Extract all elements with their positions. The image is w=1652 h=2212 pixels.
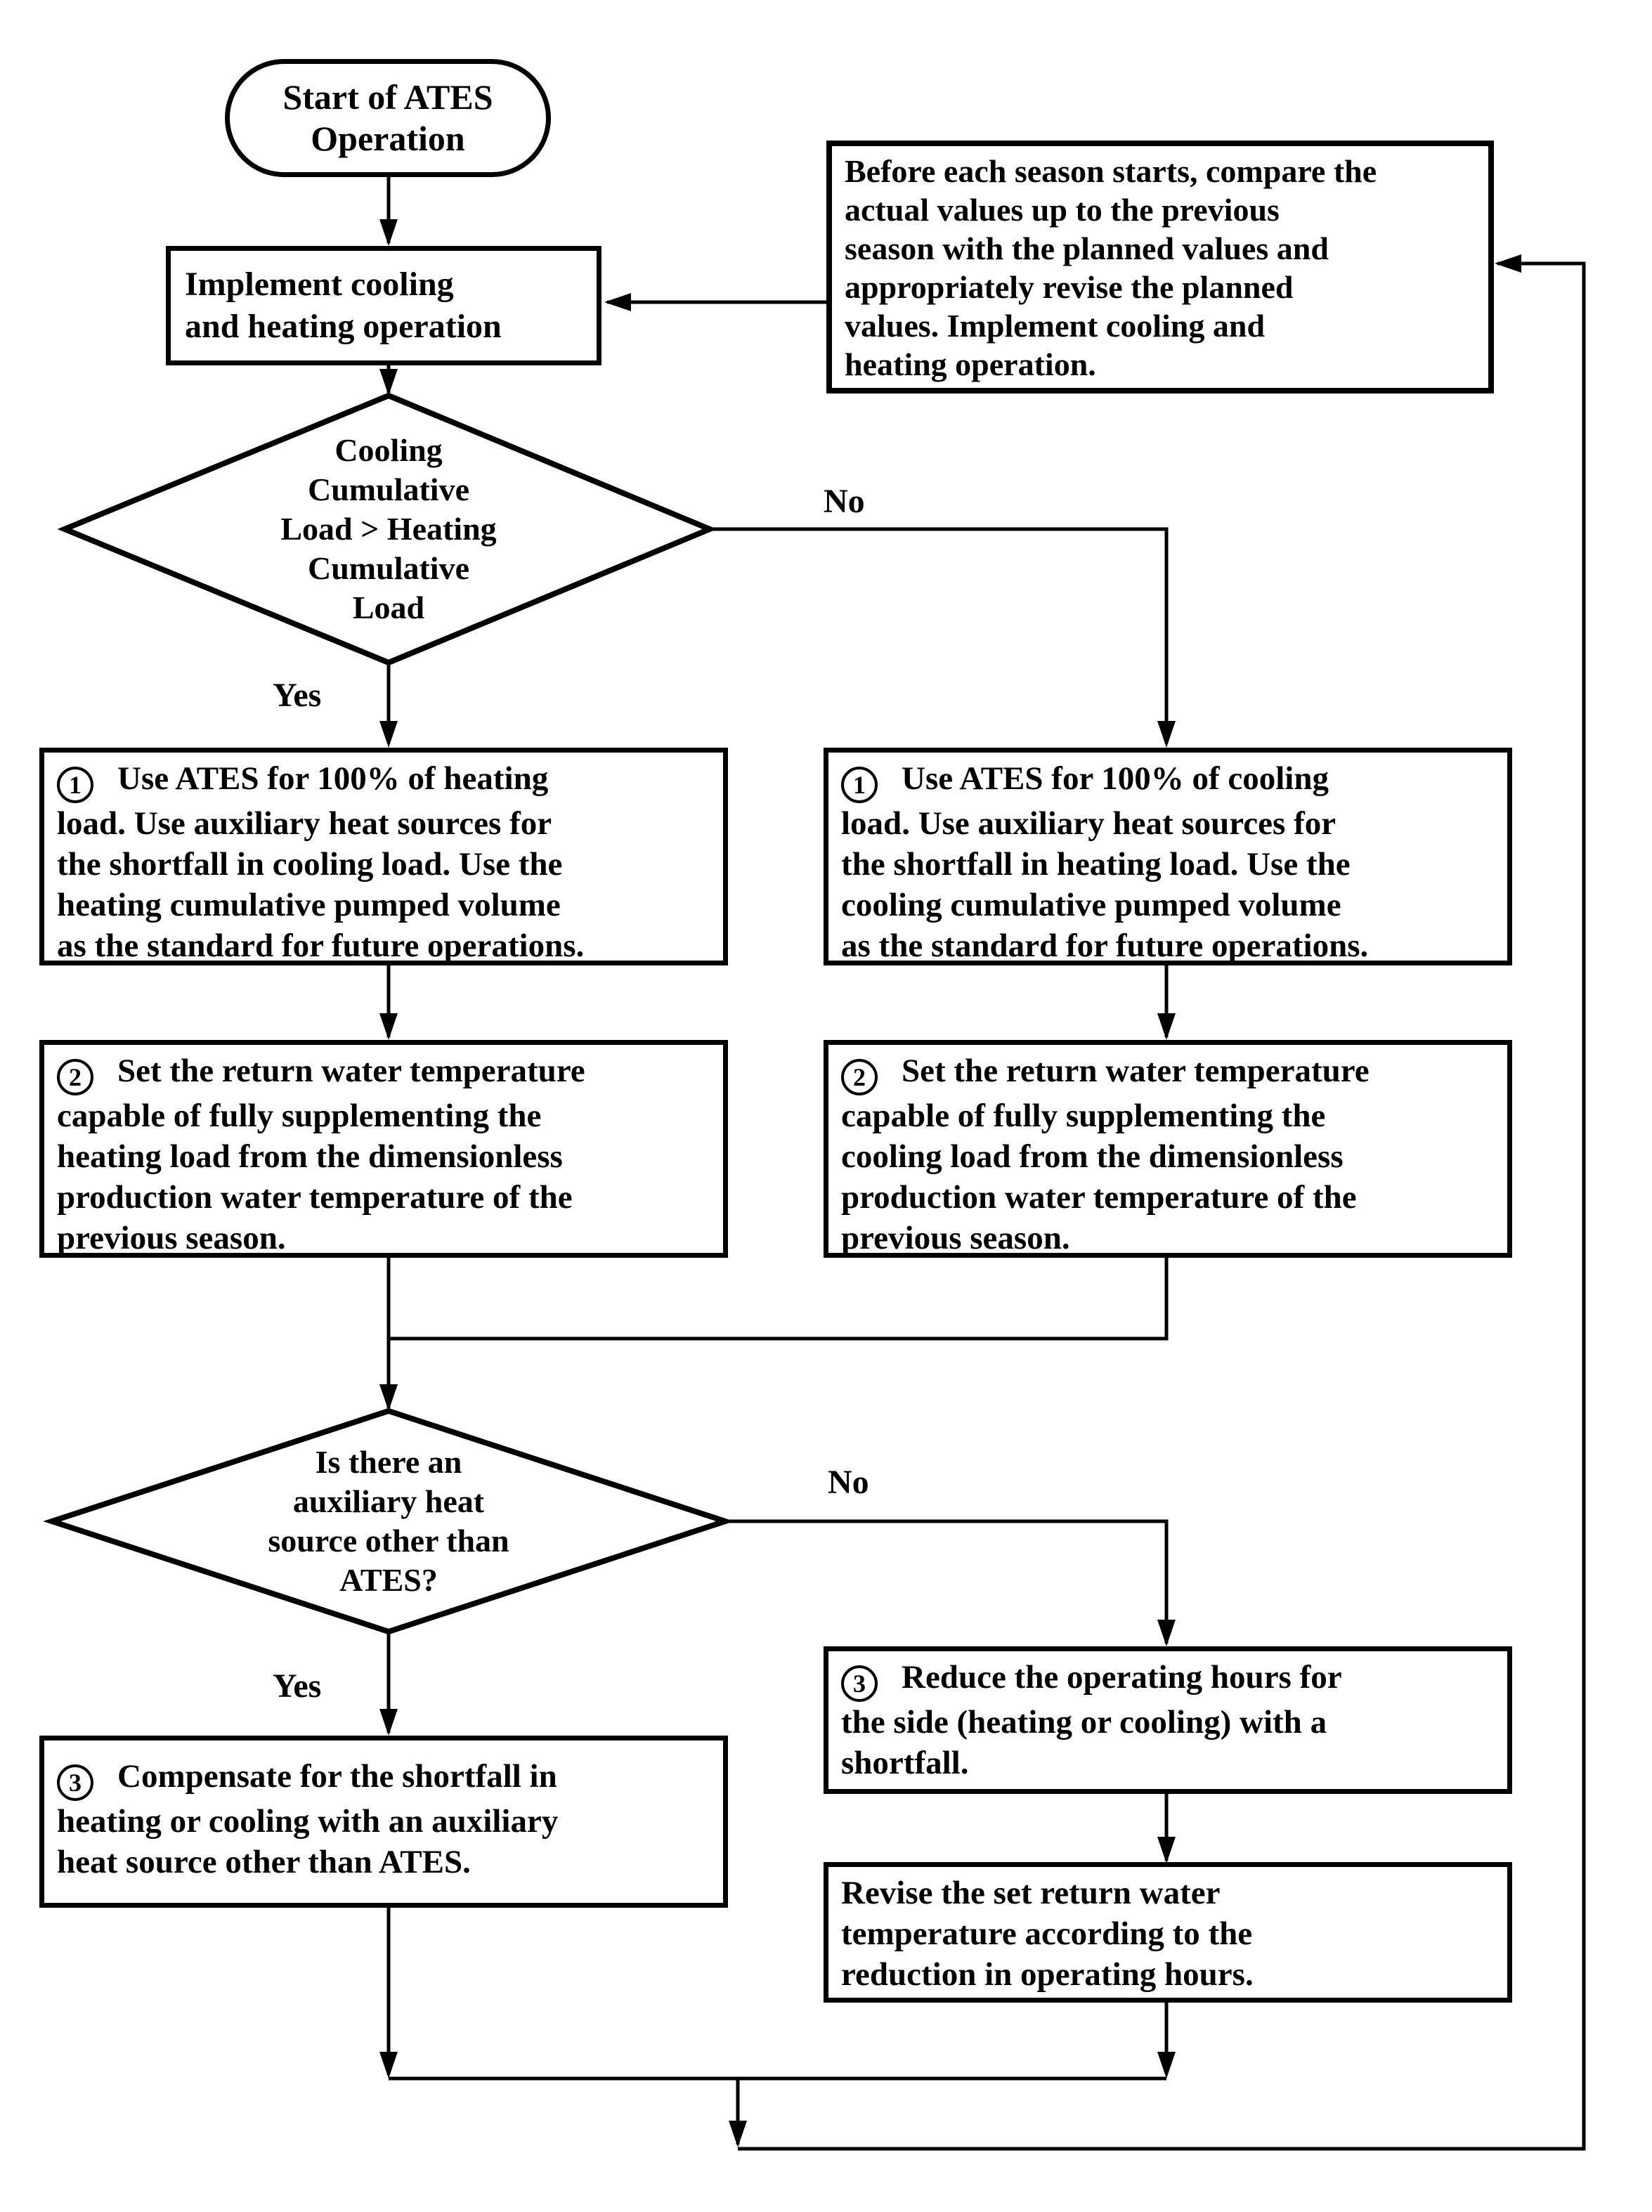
arrowhead-no1	[1157, 721, 1176, 748]
revise-temperature-text: Revise the set return water temperature …	[841, 1875, 1254, 1993]
arrowhead-into-decision1	[379, 369, 398, 396]
arrowheads	[379, 219, 1521, 2147]
circled-2-icon: 2	[57, 1059, 93, 1095]
circled-2-icon: 2	[841, 1059, 878, 1095]
arrowhead-into-implement	[379, 219, 398, 246]
season-review-box: Before each season starts, compare the a…	[826, 141, 1494, 393]
implement-operation-box: Implement cooling and heating operation	[166, 246, 601, 365]
decision2-no-label: No	[828, 1464, 869, 1501]
decision-cooling-vs-heating-text: Cooling Cumulative Load > Heating Cumula…	[280, 432, 497, 625]
process-3-compensate-text: Compensate for the shortfall in heating …	[57, 1758, 559, 1880]
edge-feedback-loop	[738, 261, 1586, 2151]
process-2-heating-text: Set the return water temperature capable…	[57, 1053, 585, 1256]
arrowhead-into-cooling2	[1157, 1013, 1176, 1040]
decision1-diamond-shape	[57, 392, 717, 666]
decision2-diamond-shape	[43, 1407, 734, 1635]
arrowhead-no2	[1157, 1620, 1176, 1646]
process-2-cooling-text: Set the return water temperature capable…	[841, 1053, 1370, 1256]
arrowhead-into-season-box	[1495, 254, 1521, 273]
process-1-heating-text: Use ATES for 100% of heating load. Use a…	[57, 760, 585, 964]
implement-operation-text: Implement cooling and heating operation	[185, 266, 502, 345]
edge-decision1-no	[710, 527, 1169, 743]
circled-3-icon: 3	[841, 1665, 878, 1702]
arrowhead-revise-merge	[1157, 2052, 1176, 2078]
arrowhead-compensate-merge	[379, 2052, 398, 2078]
circled-3-icon: 3	[57, 1764, 93, 1801]
edge-cooling2-merge	[389, 1258, 1169, 1341]
arrowhead-yes2	[379, 1709, 398, 1736]
start-terminal-label: Start of ATES Operation	[282, 77, 493, 158]
decision-diamonds	[43, 392, 734, 1635]
season-review-text: Before each season starts, compare the a…	[845, 153, 1377, 382]
process-1-cooling-text: Use ATES for 100% of cooling load. Use a…	[841, 760, 1369, 964]
arrowhead-into-revise	[1157, 1837, 1176, 1863]
decision2-yes-label: Yes	[273, 1667, 322, 1705]
arrowhead-left-into-implement	[604, 293, 631, 311]
start-terminal: Start of ATES Operation	[225, 59, 551, 177]
decision1-no-label: No	[824, 483, 865, 520]
revise-temperature-box: Revise the set return water temperature …	[824, 1862, 1512, 2003]
process-3-reduce-hours-text: Reduce the operating hours for the side …	[841, 1659, 1342, 1781]
edge-decision2-no	[725, 1519, 1169, 1644]
arrowhead-into-heating2	[379, 1013, 398, 1040]
arrowhead-yes1	[379, 721, 398, 748]
decision-auxiliary-heat-text: Is there an auxiliary heat source other …	[268, 1444, 509, 1598]
circled-1-icon: 1	[57, 767, 93, 803]
arrowhead-into-decision2	[379, 1384, 398, 1411]
decision1-yes-label: Yes	[273, 677, 322, 714]
circled-1-icon: 1	[841, 767, 878, 803]
arrowhead-merge-drop	[729, 2121, 747, 2147]
